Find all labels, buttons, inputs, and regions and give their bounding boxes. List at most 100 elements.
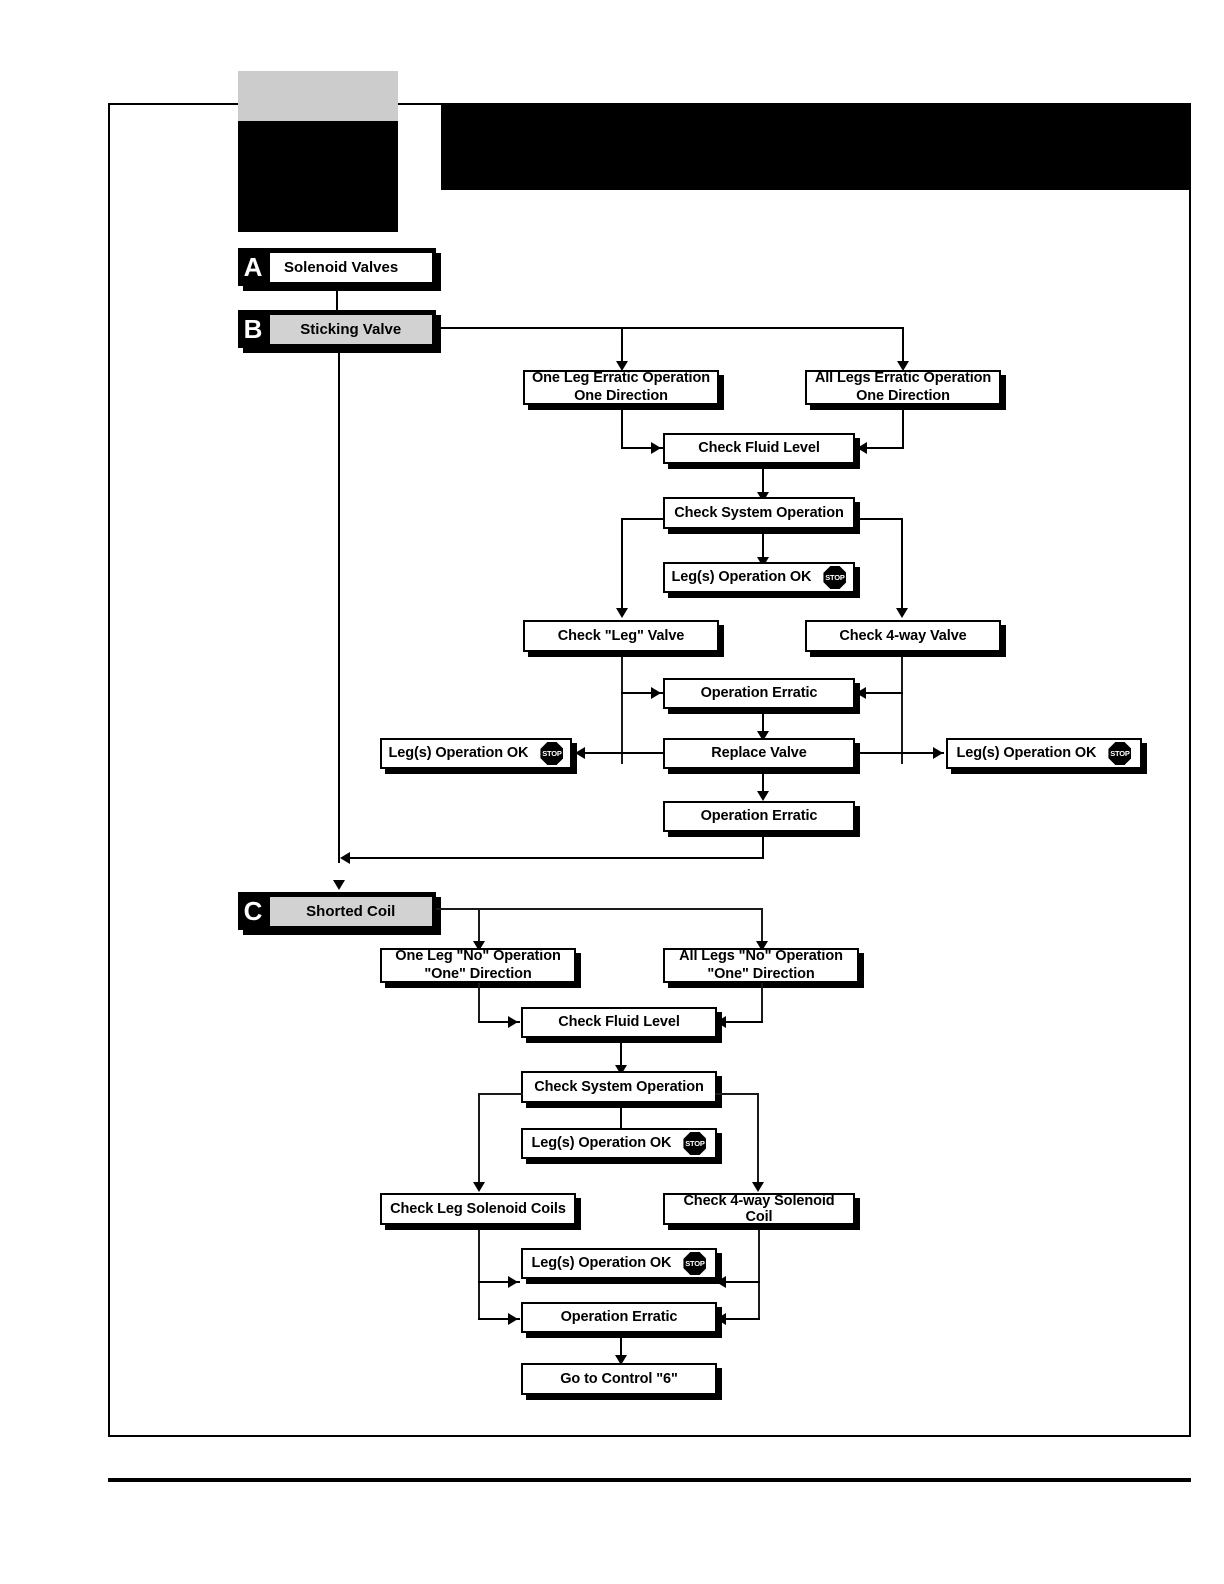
connector-fluid-to-system-c (620, 1042, 622, 1068)
arrowhead-c-one-leg (473, 941, 485, 951)
arrowhead-erratic1-replace (757, 731, 769, 741)
arrowhead-system-4way (896, 608, 908, 618)
node-b-legs-operation-ok-label: Leg(s) Operation OK (671, 569, 812, 586)
connector-4waycoil-to-erratic (716, 1318, 760, 1320)
connector-legvalve-to-ok-left (575, 752, 665, 754)
node-check-4way-solenoid-coil[interactable]: Check 4-way Solenoid Coil (663, 1193, 855, 1225)
node-c-legs-operation-ok-bottom-label: Leg(s) Operation OK (531, 1255, 672, 1272)
stage-c-label: Shorted Coil (268, 894, 434, 928)
node-go-to-control-6[interactable]: Go to Control "6" (521, 1363, 717, 1395)
connector-system-right-b (853, 518, 903, 520)
connector-legvalve-down (621, 657, 623, 764)
connector-oneleg-down (621, 405, 623, 449)
connector-onelegno-right (478, 1021, 520, 1023)
connector-alllegsno-down (761, 983, 763, 1021)
stop-icon: STOP (540, 742, 564, 765)
stop-icon: STOP (683, 1132, 707, 1155)
connector-system-right-c (715, 1093, 759, 1095)
node-check-4way-valve-label: Check 4-way Valve (839, 627, 967, 644)
node-c-operation-erratic-label: Operation Erratic (560, 1309, 678, 1326)
node-one-leg-no-operation[interactable]: One Leg "No" Operation "One" Direction (380, 948, 576, 983)
node-check-leg-valve-label: Check "Leg" Valve (557, 627, 685, 644)
stop-icon: STOP (823, 566, 847, 589)
node-b-check-system-operation[interactable]: Check System Operation (663, 497, 855, 529)
arrowhead-legcoils-ok (508, 1276, 518, 1288)
arrowhead-4waycoil-erratic (716, 1313, 726, 1325)
stage-b-tag: B (238, 310, 268, 348)
arrowhead-alllegs-fluid (857, 442, 867, 454)
connector-4way-down (901, 657, 903, 764)
stage-a-label: Solenoid Valves (268, 250, 434, 284)
page-border-frame (108, 103, 1191, 1437)
arrowhead-b-one-leg (616, 361, 628, 371)
node-one-leg-erratic-label: One Leg Erratic Operation One Direction (532, 370, 710, 404)
arrowhead-legcoils-erratic (508, 1313, 518, 1325)
arrowhead-oneleg-fluid (651, 442, 661, 454)
node-check-leg-valve[interactable]: Check "Leg" Valve (523, 620, 719, 652)
connector-replace-to-erratic2 (762, 773, 764, 795)
connector-4way-to-erratic (856, 692, 903, 694)
node-all-legs-no-operation[interactable]: All Legs "No" Operation "One" Direction (663, 948, 859, 983)
connector-system-right-down-c (757, 1093, 759, 1184)
node-c-legs-operation-ok-bottom[interactable]: Leg(s) Operation OK STOP (521, 1248, 717, 1279)
node-check-leg-solenoid-coils-label: Check Leg Solenoid Coils (390, 1200, 566, 1217)
stage-b-header[interactable]: B Sticking Valve (238, 310, 436, 348)
node-legs-operation-ok-right-label: Leg(s) Operation OK (956, 745, 1097, 762)
node-c-operation-erratic[interactable]: Operation Erratic (521, 1302, 717, 1333)
arrowhead-4waycoil-ok (716, 1276, 726, 1288)
connector-erratic-to-control (620, 1337, 622, 1359)
stop-icon: STOP (1108, 742, 1132, 765)
node-c-check-fluid-level[interactable]: Check Fluid Level (521, 1007, 717, 1038)
node-legs-operation-ok-left[interactable]: Leg(s) Operation OK STOP (380, 738, 572, 769)
node-b-operation-erratic-2[interactable]: Operation Erratic (663, 801, 855, 832)
connector-c-to-one-leg (478, 908, 480, 943)
node-b-check-fluid-level-label: Check Fluid Level (698, 440, 820, 457)
connector-b-to-one-leg (621, 327, 623, 363)
arrowhead-system-legcoils (473, 1182, 485, 1192)
connector-system-left-c (478, 1093, 523, 1095)
redacted-black-block-left (238, 121, 398, 232)
stage-c-tag: C (238, 892, 268, 930)
connector-system-to-ok-c (620, 1108, 622, 1133)
connector-b-to-all-legs (902, 327, 904, 363)
connector-alllegsno-left (716, 1021, 763, 1023)
node-legs-operation-ok-right[interactable]: Leg(s) Operation OK STOP (946, 738, 1142, 769)
connector-4waycoil-to-ok (716, 1281, 760, 1283)
connector-system-left-down-c (478, 1093, 480, 1184)
node-b-check-fluid-level[interactable]: Check Fluid Level (663, 433, 855, 464)
connector-legcoils-to-ok (478, 1281, 520, 1283)
node-c-check-system-operation[interactable]: Check System Operation (521, 1071, 717, 1103)
stage-b-label: Sticking Valve (268, 312, 434, 346)
connector-c-bus (436, 908, 763, 910)
stage-c-header[interactable]: C Shorted Coil (238, 892, 436, 930)
node-b-operation-erratic-1[interactable]: Operation Erratic (663, 678, 855, 709)
connector-onelegno-down (478, 983, 480, 1021)
connector-legcoils-to-erratic (478, 1318, 520, 1320)
node-one-leg-erratic[interactable]: One Leg Erratic Operation One Direction (523, 370, 719, 405)
node-check-4way-solenoid-coil-label: Check 4-way Solenoid Coil (683, 1192, 835, 1225)
node-c-legs-operation-ok-top[interactable]: Leg(s) Operation OK STOP (521, 1128, 717, 1159)
arrowhead-4way-erratic (856, 687, 866, 699)
node-all-legs-erratic-label: All Legs Erratic Operation One Direction (814, 370, 992, 404)
connector-a-to-b (336, 291, 338, 315)
stage-a-header[interactable]: A Solenoid Valves (238, 248, 436, 286)
arrowhead-b-all-legs (897, 361, 909, 371)
arrowhead-erratic-control (615, 1355, 627, 1365)
node-check-leg-solenoid-coils[interactable]: Check Leg Solenoid Coils (380, 1193, 576, 1225)
connector-erratic2-down (762, 837, 764, 859)
arrowhead-ok-right (933, 747, 943, 759)
arrowhead-c-all-legs (756, 941, 768, 951)
node-all-legs-erratic[interactable]: All Legs Erratic Operation One Direction (805, 370, 1001, 405)
connector-4way-to-ok-right (857, 752, 944, 754)
node-replace-valve-label: Replace Valve (711, 745, 807, 762)
node-check-4way-valve[interactable]: Check 4-way Valve (805, 620, 1001, 652)
connector-legvalve-to-erratic (621, 692, 663, 694)
arrowhead-erratic2-trunk (340, 852, 350, 864)
connector-alllegs-down (902, 405, 904, 449)
node-b-operation-erratic-1-label: Operation Erratic (700, 685, 818, 702)
node-b-legs-operation-ok[interactable]: Leg(s) Operation OK STOP (663, 562, 855, 593)
node-replace-valve[interactable]: Replace Valve (663, 738, 855, 769)
node-c-check-fluid-level-label: Check Fluid Level (558, 1014, 680, 1031)
connector-b-bus (436, 327, 904, 329)
node-c-check-system-operation-label: Check System Operation (534, 1078, 704, 1095)
